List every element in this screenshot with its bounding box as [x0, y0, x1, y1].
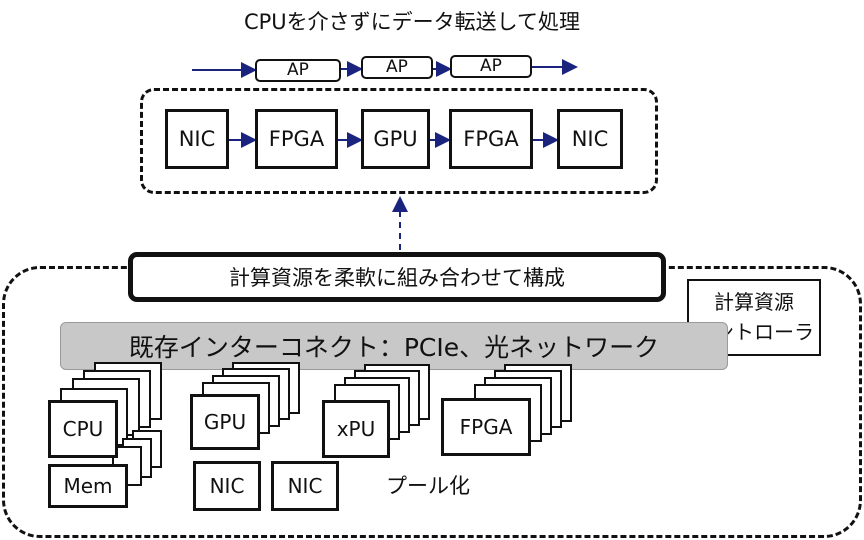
- controller-line-1: 計算資源: [714, 290, 794, 314]
- mem-card: Mem: [48, 464, 128, 508]
- pooling-label: プール化: [386, 474, 470, 498]
- diagram-title: CPUを介さずにデータ転送して処理: [243, 10, 581, 34]
- nic-card-1: NIC: [193, 461, 261, 511]
- pipeline-fpga-2: FPGA: [449, 109, 533, 169]
- ap-box-1: AP: [255, 59, 341, 82]
- fpga-card: FPGA: [441, 398, 531, 456]
- gpu-card: GPU: [190, 394, 260, 450]
- pipeline-nic-in: NIC: [165, 109, 229, 169]
- interconnect-bar: 既存インターコネクト：PCIe、光ネットワーク: [60, 322, 728, 370]
- cpu-card: CPU: [48, 400, 118, 458]
- xpu-card: xPU: [322, 400, 390, 458]
- nic-card-2: NIC: [271, 461, 339, 511]
- pipeline-fpga-1: FPGA: [255, 109, 338, 169]
- pipeline-gpu: GPU: [361, 109, 430, 169]
- pipeline-nic-out: NIC: [557, 109, 623, 169]
- ap-box-3: AP: [450, 55, 532, 78]
- ap-box-2: AP: [361, 56, 433, 79]
- pipeline-region: [140, 88, 658, 194]
- compose-banner: 計算資源を柔軟に組み合わせて構成: [128, 252, 666, 302]
